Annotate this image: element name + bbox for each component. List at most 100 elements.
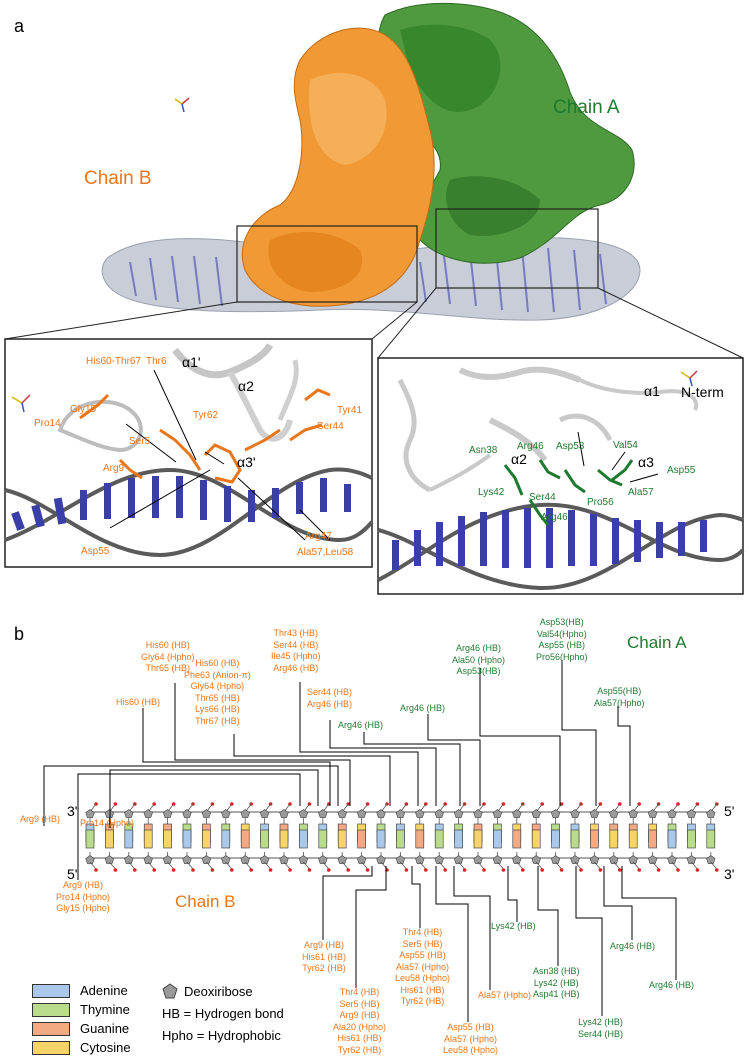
left-dna-helix xyxy=(4,467,374,558)
phosphate-bottom-2 xyxy=(133,868,137,872)
sugar-top-21 xyxy=(492,809,503,818)
sugar-top-16 xyxy=(395,809,406,818)
phosphate-bottom-6 xyxy=(210,868,215,872)
base-bottom-21-A xyxy=(493,829,502,849)
base-bottom-32-T xyxy=(706,829,716,849)
base-bottom-19-A xyxy=(454,829,463,849)
base-bottom-30-A xyxy=(667,829,677,849)
sugar-top-17 xyxy=(415,809,425,818)
bond-bottom-6 xyxy=(206,861,213,870)
sugar-top-1 xyxy=(104,809,115,818)
base-bottom-5-A xyxy=(182,829,192,849)
label-asp55-right: Asp55 xyxy=(667,465,696,476)
right-dna-helix xyxy=(377,502,745,591)
label-asp55: Asp55 xyxy=(81,546,110,557)
bond-bottom-14 xyxy=(361,861,368,870)
sugar-top-26 xyxy=(589,809,600,818)
connector-line-12 xyxy=(77,773,301,880)
base-bottom-16-T xyxy=(396,829,405,849)
connector-line-6 xyxy=(427,714,481,806)
schematic-chain-a-title: Chain A xyxy=(627,633,687,652)
sugar-top-8 xyxy=(240,809,250,818)
label-arg9: Arg9 xyxy=(103,463,125,474)
right-sidechains xyxy=(503,459,634,526)
sugar-top-14 xyxy=(356,809,367,818)
bond-bottom-16 xyxy=(400,861,407,870)
phosphate-bottom-12 xyxy=(327,868,331,872)
annot-left-b-2: Pro14 (Hpho) xyxy=(80,818,135,828)
base-bottom-18-T xyxy=(434,829,444,849)
label-ala57: Ala57 xyxy=(628,487,654,498)
strand-end-top-right: 5' xyxy=(724,803,735,819)
base-bottom-28-C xyxy=(628,829,638,849)
label-nterm: N-term xyxy=(681,384,724,400)
phosphate-bottom-23 xyxy=(540,868,544,872)
sugar-top-22 xyxy=(512,809,522,818)
sugar-top-31 xyxy=(686,809,697,818)
base-bottom-24-A xyxy=(551,829,560,849)
legend-swatch-guanine xyxy=(32,1021,70,1036)
phosphate-bottom-10 xyxy=(288,868,292,872)
strand-end-bottom-right: 3' xyxy=(724,866,735,882)
sugar-top-2 xyxy=(124,809,134,818)
sugar-bottom-17 xyxy=(415,855,425,864)
strand-end-bottom-left: 5' xyxy=(67,866,78,882)
base-bottom-10-C xyxy=(279,829,289,849)
sugar-bottom-30 xyxy=(667,855,677,864)
bond-bottom-3 xyxy=(147,861,155,870)
annot-bottom-a-1: Lys42 (HB) xyxy=(491,921,536,931)
base-bottom-23-C xyxy=(531,829,541,849)
annot-bottom-a-2: Asn38 (HB) Lys42 (HB) Asp41 (HB) xyxy=(533,966,580,999)
sugar-top-10 xyxy=(279,809,289,818)
bond-bottom-23 xyxy=(535,861,543,870)
sugar-top-28 xyxy=(628,809,638,818)
connector-line-13 xyxy=(322,866,373,940)
sugar-bottom-4 xyxy=(162,855,173,864)
label-alpha3: α3 xyxy=(638,454,654,470)
phosphate-bottom-27 xyxy=(618,868,622,872)
annot-bottom-a-5: Arg46 (HB) xyxy=(649,980,695,990)
connector-line-8 xyxy=(561,660,597,806)
bond-bottom-29 xyxy=(652,861,659,870)
sugar-top-5 xyxy=(182,809,192,818)
bond-bottom-28 xyxy=(632,861,640,870)
legend-label-adenine: Adenine xyxy=(80,983,128,998)
sugar-top-9 xyxy=(259,809,270,818)
base-bottom-9-T xyxy=(260,829,269,849)
legend-label-cytosine: Cytosine xyxy=(80,1040,131,1055)
label-alpha2-right: α2 xyxy=(511,451,527,467)
base-bottom-4-C xyxy=(163,829,172,849)
base-bottom-2-A xyxy=(124,829,134,849)
connector-line-5 xyxy=(363,732,461,806)
bond-bottom-5 xyxy=(186,861,194,870)
sugar-bottom-21 xyxy=(492,855,503,864)
phosphate-bottom-24 xyxy=(559,868,564,872)
legend-item-guanine: Guanine xyxy=(32,1021,129,1036)
bond-bottom-20 xyxy=(477,861,485,870)
base-bottom-17-G xyxy=(415,829,425,849)
phosphate-bottom-22 xyxy=(521,868,525,872)
base-bottom-15-A xyxy=(376,829,386,849)
base-bottom-12-T xyxy=(318,829,328,849)
sugar-bottom-16 xyxy=(395,855,406,864)
annot-top-a-4: Asp53(HB) Val54(Hpho) Asp55 (HB) Pro56(H… xyxy=(536,617,588,662)
sugar-bottom-20 xyxy=(473,855,483,864)
annot-bottom-b-3: Thr4 (HB) Ser5 (HB) Asp55 (HB) Ala57 (Hp… xyxy=(395,927,451,1006)
sugar-bottom-14 xyxy=(356,855,367,864)
label-alpha1-prime: α1' xyxy=(182,354,201,370)
phosphate-bottom-20 xyxy=(482,868,486,872)
phosphate-bottom-7 xyxy=(230,868,234,872)
phosphate-bottom-30 xyxy=(676,868,680,872)
left-protein-ribbons xyxy=(57,343,299,453)
base-bottom-6-C xyxy=(202,829,211,849)
sugar-bottom-25 xyxy=(570,855,580,864)
sugar-top-15 xyxy=(376,809,386,818)
legend-item-adenine: Adenine xyxy=(32,983,128,998)
bond-bottom-18 xyxy=(438,861,446,870)
base-bottom-29-G xyxy=(648,829,657,849)
legend-item-hb: HB = Hydrogen bond xyxy=(162,1006,284,1021)
zoom-box-right xyxy=(435,208,599,289)
phosphate-bottom-31 xyxy=(695,868,700,872)
base-bottom-22-G xyxy=(512,829,522,849)
right-protein-ribbons xyxy=(397,366,699,493)
